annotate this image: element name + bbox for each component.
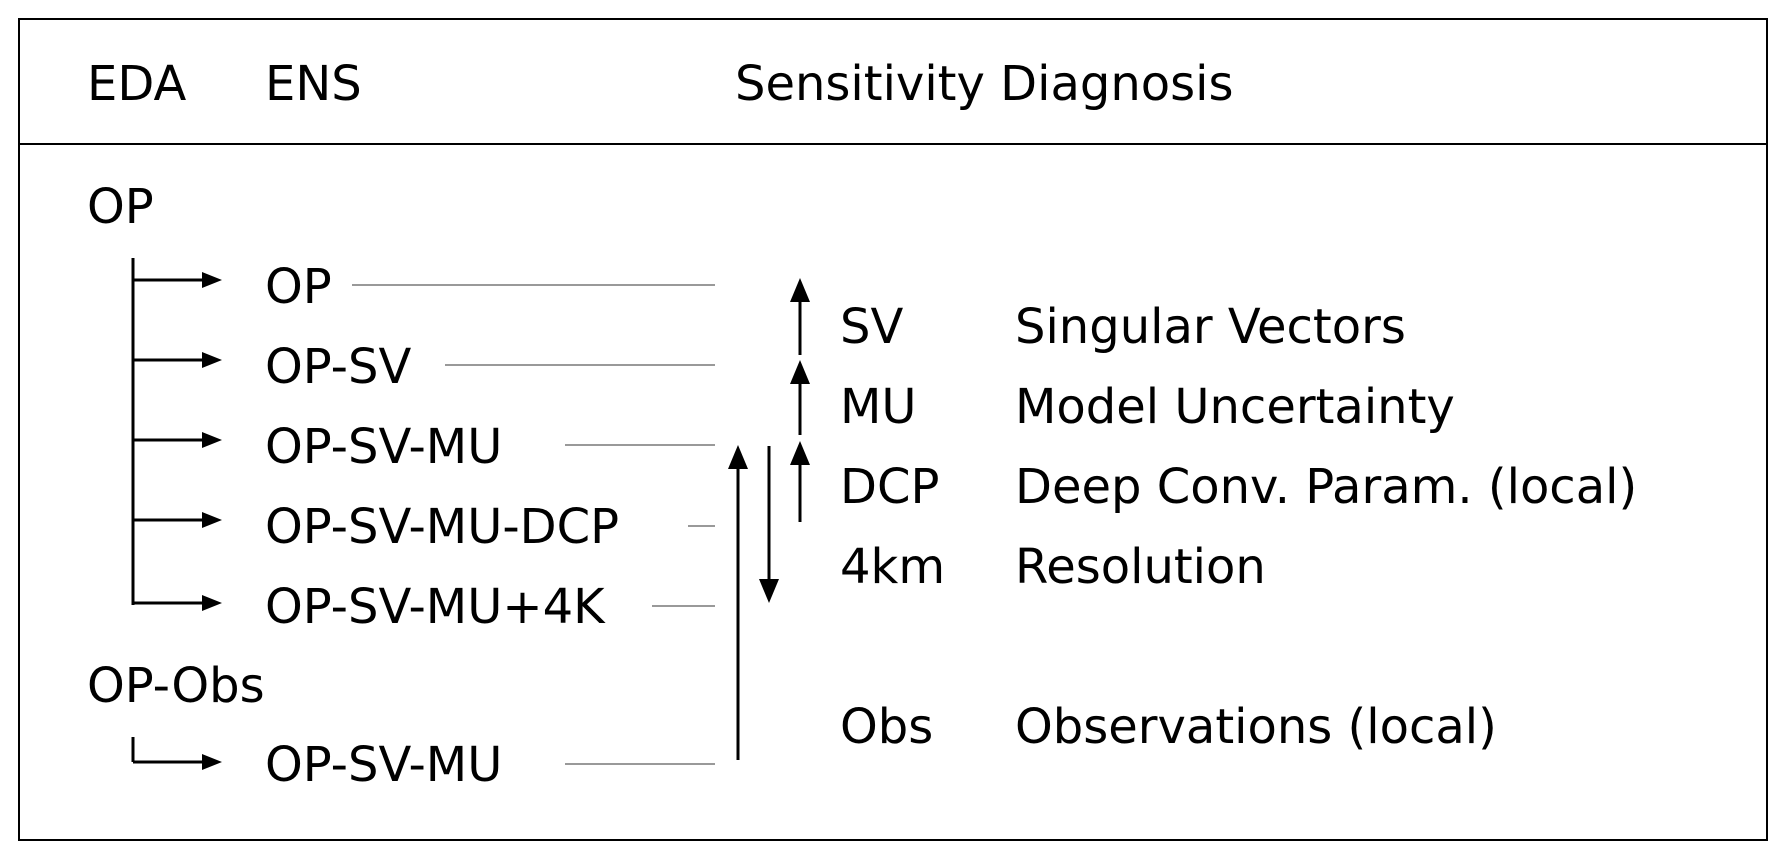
branch-arrow-obs-op-sv-mu bbox=[131, 737, 222, 770]
arrow-up-sv bbox=[790, 278, 810, 355]
diagnosis-code-sv: SV bbox=[840, 299, 904, 355]
ens-member-op-sv: OP-SV bbox=[265, 339, 412, 395]
ens-member-op-sv-mu-dcp: OP-SV-MU-DCP bbox=[265, 499, 620, 555]
branch-arrow-op-sv-mu-dcp bbox=[133, 512, 222, 528]
header-sensitivity-diagnosis: Sensitivity Diagnosis bbox=[735, 56, 1234, 112]
diagnosis-desc-4km: Resolution bbox=[1015, 539, 1266, 595]
diagnosis-code-obs: Obs bbox=[840, 699, 934, 755]
ens-member-op-sv-mu-4k: OP-SV-MU+4K bbox=[265, 579, 605, 635]
diagnosis-desc-mu: Model Uncertainty bbox=[1015, 379, 1455, 435]
ens-member-obs-op-sv-mu: OP-SV-MU bbox=[265, 737, 503, 793]
arrow-up-mu bbox=[790, 360, 810, 435]
branch-arrow-op-sv-mu bbox=[133, 432, 222, 448]
ens-member-op-sv-mu: OP-SV-MU bbox=[265, 419, 503, 475]
arrow-up-obs bbox=[728, 445, 748, 760]
diagnosis-desc-obs: Observations (local) bbox=[1015, 699, 1497, 755]
branch-arrow-op-sv bbox=[133, 352, 222, 368]
diagnosis-desc-dcp: Deep Conv. Param. (local) bbox=[1015, 459, 1638, 515]
header-ens: ENS bbox=[265, 56, 362, 112]
diagnosis-code-4km: 4km bbox=[840, 539, 946, 595]
diagnosis-code-mu: MU bbox=[840, 379, 917, 435]
header-eda: EDA bbox=[87, 56, 187, 112]
header-divider bbox=[18, 143, 1768, 145]
diagram-frame bbox=[18, 18, 1768, 841]
eda-label-op-obs: OP-Obs bbox=[87, 658, 265, 714]
branch-arrow-op bbox=[133, 272, 222, 288]
arrow-down-4km bbox=[759, 446, 779, 603]
diagnosis-code-dcp: DCP bbox=[840, 459, 940, 515]
arrow-up-dcp bbox=[790, 441, 810, 522]
ens-member-op: OP bbox=[265, 259, 332, 315]
branch-arrow-op-sv-mu-4k bbox=[133, 595, 222, 611]
diagnosis-desc-sv: Singular Vectors bbox=[1015, 299, 1406, 355]
eda-label-op: OP bbox=[87, 179, 154, 235]
